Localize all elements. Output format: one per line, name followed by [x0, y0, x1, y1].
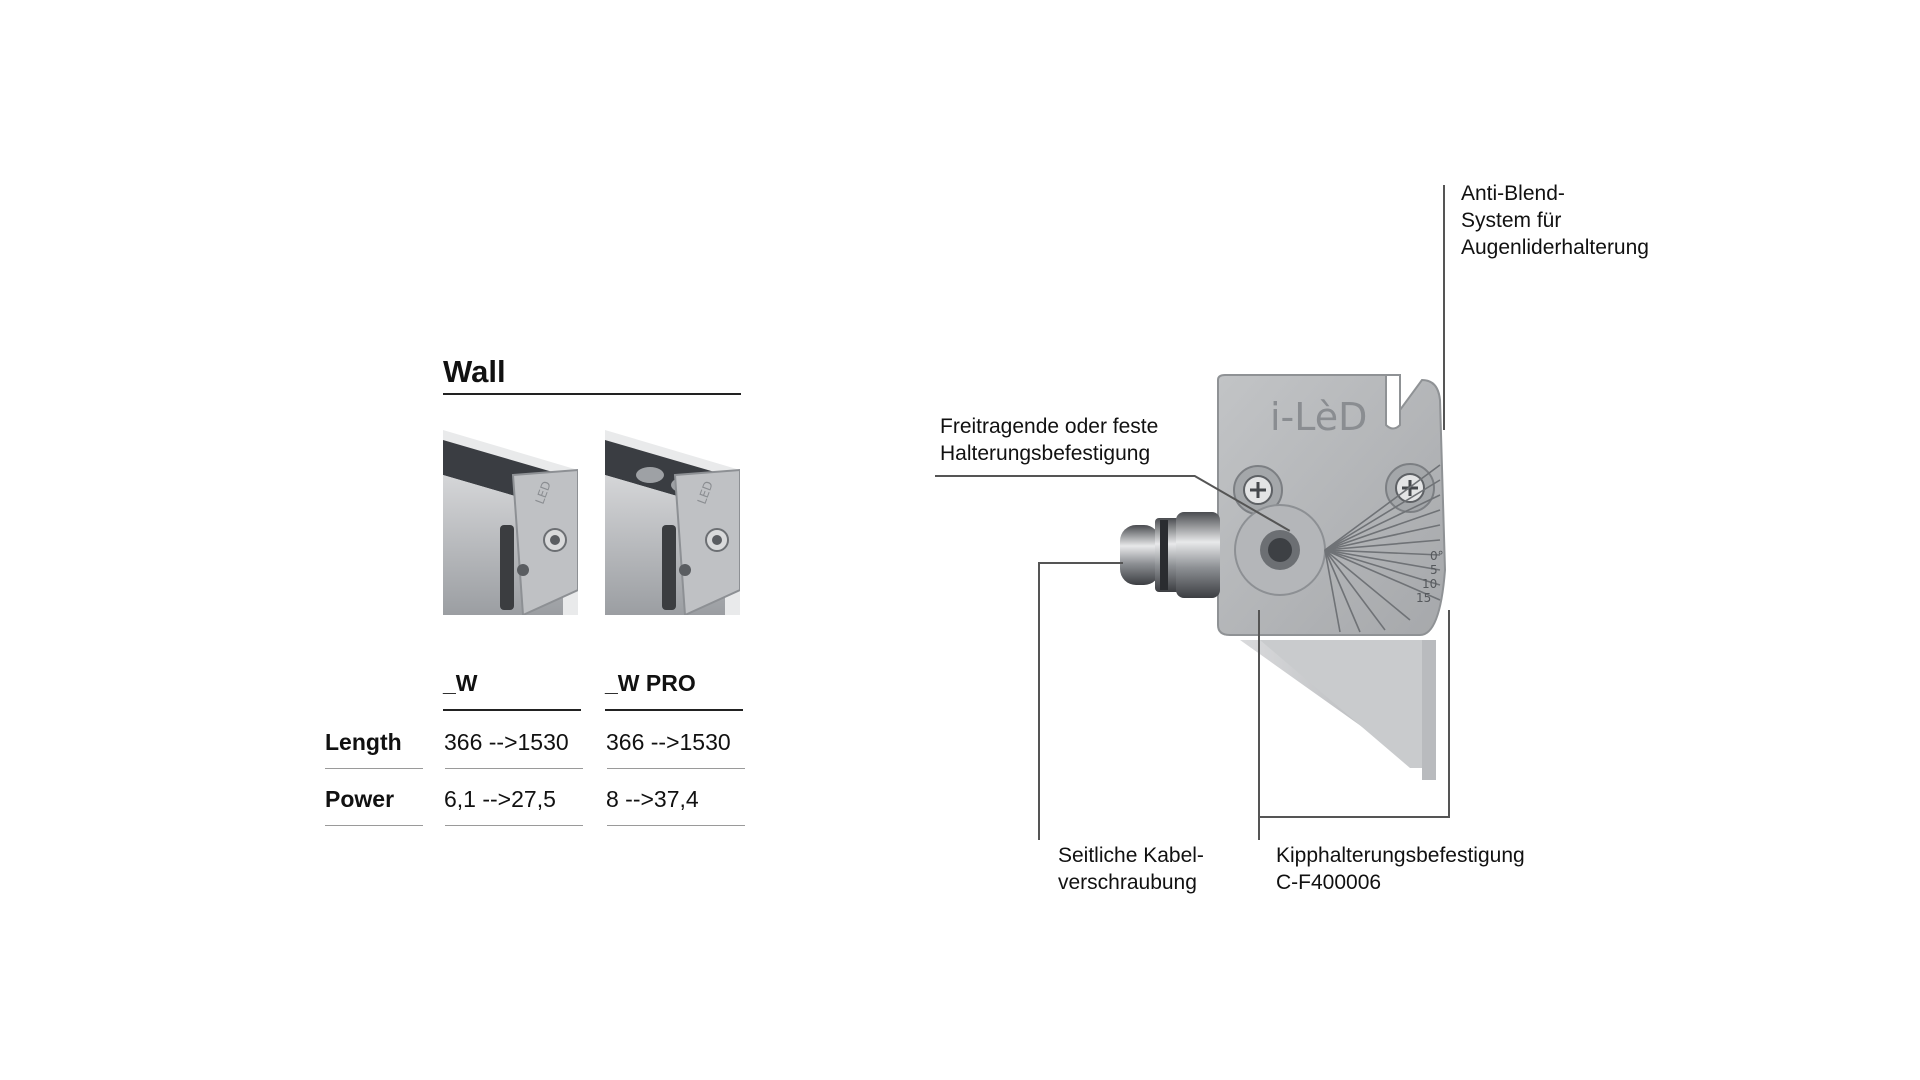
- callout-tilt-bracket: Kipphalterungsbefestigung C-F400006: [1276, 844, 1525, 894]
- row-divider: [445, 768, 583, 769]
- cell-w-power: 6,1 -->27,5: [444, 786, 556, 812]
- leader-line-tilt-left: [1258, 610, 1260, 840]
- row-divider: [325, 825, 423, 826]
- callout-anti-blend: Anti-Blend- System für Augenliderhalteru…: [1461, 182, 1649, 259]
- leader-line-tilt-right: [1448, 610, 1450, 817]
- leader-line-cable-gland: [1038, 562, 1040, 840]
- row-label-length: Length: [325, 729, 402, 755]
- leader-line-bracket: [935, 475, 1195, 477]
- column-divider: [605, 709, 743, 711]
- led-bar-w-photo: LED: [443, 430, 578, 615]
- column-divider: [443, 709, 581, 711]
- scale-label-5: 5: [1430, 563, 1438, 577]
- cell-w-pro-power: 8 -->37,4: [606, 786, 699, 812]
- title-divider: [443, 393, 741, 395]
- brand-logo: i-LèD: [1270, 395, 1367, 439]
- row-divider: [325, 768, 423, 769]
- leader-line-cable-gland-horizontal: [1038, 562, 1123, 564]
- cell-w-length: 366 -->1530: [444, 729, 569, 755]
- led-bar-w-pro-photo: LED: [605, 430, 740, 615]
- section-title: Wall: [443, 354, 506, 389]
- scale-label-15: 15: [1416, 591, 1431, 605]
- row-label-power: Power: [325, 786, 395, 812]
- variant-w-pro-heading: _W PRO: [605, 670, 696, 696]
- fixture-end-cap-diagram: i-LèD 0° 5: [1100, 370, 1500, 780]
- leader-line-anti-blend: [1443, 185, 1445, 430]
- scale-label-0: 0°: [1430, 549, 1444, 563]
- scale-label-10: 10: [1422, 577, 1437, 591]
- row-divider: [445, 825, 583, 826]
- row-divider: [607, 825, 745, 826]
- callout-cable-gland: Seitliche Kabel- verschraubung: [1058, 844, 1204, 894]
- variant-w-heading: _W: [443, 670, 478, 696]
- cell-w-pro-length: 366 -->1530: [606, 729, 731, 755]
- callout-bracket: Freitragende oder feste Halterungsbefest…: [940, 415, 1159, 465]
- leader-line-tilt-bottom: [1258, 816, 1450, 818]
- row-divider: [607, 768, 745, 769]
